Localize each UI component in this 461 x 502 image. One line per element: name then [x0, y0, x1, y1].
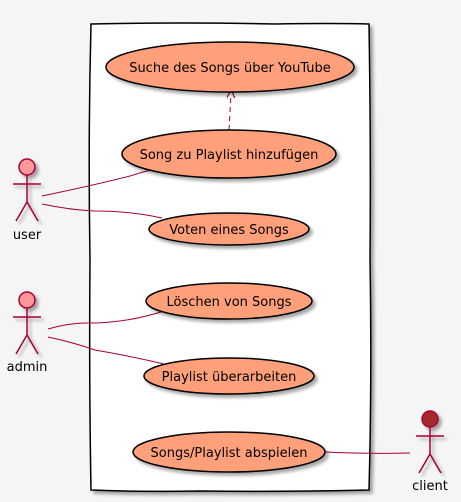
usecase-play: Songs/Playlist abspielen	[132, 431, 326, 473]
actor-client: client	[412, 410, 448, 494]
usecase-youtube: Suche des Songs über YouTube	[105, 41, 355, 93]
usecase-youtube-label: Suche des Songs über YouTube	[129, 61, 331, 76]
usecase-edit: Playlist überarbeiten	[143, 357, 315, 395]
usecase-vote: Voten eines Songs	[148, 212, 310, 246]
actor-user-icon	[13, 158, 41, 222]
actor-user: user	[13, 158, 42, 243]
relation-user-vote	[41, 203, 163, 219]
actor-admin-icon	[13, 291, 41, 355]
usecase-add-label: Song zu Playlist hinzufügen	[140, 148, 319, 163]
relation-admin-delete	[47, 310, 165, 330]
relation-admin-edit	[47, 336, 165, 365]
relation-add-youtube	[229, 94, 231, 131]
actor-client-icon	[416, 410, 444, 474]
usecase-delete: Löschen von Songs	[145, 282, 313, 320]
relation-play-client	[324, 451, 411, 454]
actor-client-label: client	[412, 479, 448, 494]
actor-admin: admin	[7, 291, 48, 375]
actor-user-label: user	[13, 228, 42, 243]
usecase-vote-label: Voten eines Songs	[169, 223, 289, 238]
usecase-add: Song zu Playlist hinzufügen	[121, 129, 337, 179]
usecase-delete-label: Löschen von Songs	[167, 295, 292, 310]
usecase-play-label: Songs/Playlist abspielen	[151, 446, 308, 461]
actor-admin-label: admin	[7, 360, 48, 375]
usecase-edit-label: Playlist überarbeiten	[162, 370, 297, 385]
system-boundary	[88, 22, 372, 493]
